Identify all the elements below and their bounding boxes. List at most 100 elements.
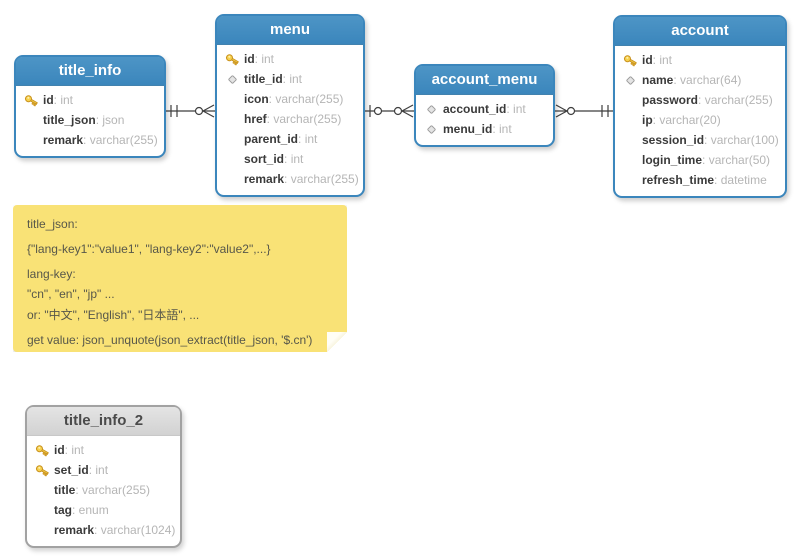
column-name: refresh_time bbox=[642, 173, 715, 187]
no-icon-spacer bbox=[34, 502, 50, 518]
no-icon-spacer bbox=[622, 172, 638, 188]
primary-key-icon bbox=[34, 462, 50, 478]
foreign-key-icon bbox=[224, 71, 240, 87]
column-type: varchar(64) bbox=[673, 73, 741, 87]
column-row[interactable]: tagenum bbox=[27, 500, 180, 520]
column-type: int bbox=[653, 53, 672, 67]
column-name: id bbox=[43, 93, 54, 107]
table-title: title_info_2 bbox=[27, 407, 180, 436]
column-type: int bbox=[54, 93, 73, 107]
column-type: varchar(255) bbox=[83, 133, 158, 147]
note-text-line: lang-key: bbox=[27, 267, 76, 281]
column-name: password bbox=[642, 93, 699, 107]
note-text-line: "cn", "en", "jp" ... bbox=[27, 287, 115, 301]
column-type: varchar(255) bbox=[269, 92, 343, 106]
column-row[interactable]: idint bbox=[16, 90, 164, 110]
column-type: int bbox=[283, 72, 302, 86]
no-icon-spacer bbox=[622, 132, 638, 148]
column-type: int bbox=[506, 102, 526, 116]
column-row[interactable]: account_idint bbox=[416, 99, 553, 119]
column-type: int bbox=[65, 443, 84, 457]
table-title_info[interactable]: title_infoidinttitle_jsonjsonremarkvarch… bbox=[14, 55, 166, 158]
column-row[interactable]: iconvarchar(255) bbox=[217, 89, 363, 109]
column-row[interactable]: remarkvarchar(1024) bbox=[27, 520, 180, 540]
note-folded-corner bbox=[327, 332, 347, 352]
table-title: title_info bbox=[16, 57, 164, 86]
no-icon-spacer bbox=[34, 522, 50, 538]
column-name: id bbox=[642, 53, 653, 67]
column-row[interactable]: passwordvarchar(255) bbox=[615, 90, 785, 110]
table-columns: idinttitle_idinticonvarchar(255)hrefvarc… bbox=[217, 45, 363, 195]
column-row[interactable]: login_timevarchar(50) bbox=[615, 150, 785, 170]
column-row[interactable]: hrefvarchar(255) bbox=[217, 109, 363, 129]
column-row[interactable]: parent_idint bbox=[217, 129, 363, 149]
column-row[interactable]: title_jsonjson bbox=[16, 110, 164, 130]
column-name: href bbox=[244, 112, 267, 126]
column-row[interactable]: session_idvarchar(100) bbox=[615, 130, 785, 150]
foreign-key-icon bbox=[423, 101, 439, 117]
column-name: remark bbox=[43, 133, 84, 147]
column-name: account_id bbox=[443, 102, 507, 116]
column-row[interactable]: sort_idint bbox=[217, 149, 363, 169]
table-title: menu bbox=[217, 16, 363, 45]
column-type: datetime bbox=[714, 173, 767, 187]
column-row[interactable]: title_idint bbox=[217, 69, 363, 89]
column-row[interactable]: idint bbox=[27, 440, 180, 460]
relationship-account_menu-account bbox=[555, 104, 613, 118]
table-columns: idinttitle_jsonjsonremarkvarchar(255) bbox=[16, 86, 164, 156]
relationship-menu-account_menu bbox=[365, 104, 414, 118]
sticky-note[interactable]: title_json:{"lang-key1":"value1", "lang-… bbox=[13, 205, 347, 352]
column-row[interactable]: set_idint bbox=[27, 460, 180, 480]
column-row[interactable]: menu_idint bbox=[416, 119, 553, 139]
column-name: remark bbox=[244, 172, 285, 186]
column-type: varchar(255) bbox=[284, 172, 359, 186]
no-icon-spacer bbox=[622, 152, 638, 168]
column-name: title bbox=[54, 483, 76, 497]
column-name: menu_id bbox=[443, 122, 493, 136]
column-row[interactable]: remarkvarchar(255) bbox=[16, 130, 164, 150]
no-icon-spacer bbox=[224, 151, 240, 167]
note-text-line: or: "中文", "English", "日本語", ... bbox=[27, 308, 200, 322]
column-name: tag bbox=[54, 503, 72, 517]
table-menu[interactable]: menuidinttitle_idinticonvarchar(255)href… bbox=[215, 14, 365, 197]
note-text-line: title_json: bbox=[27, 217, 78, 231]
no-icon-spacer bbox=[34, 482, 50, 498]
primary-key-icon bbox=[23, 92, 39, 108]
column-row[interactable]: refresh_timedatetime bbox=[615, 170, 785, 190]
column-type: int bbox=[89, 463, 108, 477]
foreign-key-icon bbox=[423, 121, 439, 137]
column-name: ip bbox=[642, 113, 653, 127]
column-name: icon bbox=[244, 92, 269, 106]
column-name: title_id bbox=[244, 72, 283, 86]
table-columns: idintnamevarchar(64)passwordvarchar(255)… bbox=[615, 46, 785, 196]
primary-key-icon bbox=[224, 51, 240, 67]
column-row[interactable]: idint bbox=[217, 49, 363, 69]
relationship-title_info-menu bbox=[166, 104, 215, 118]
no-icon-spacer bbox=[23, 112, 39, 128]
column-row[interactable]: remarkvarchar(255) bbox=[217, 169, 363, 189]
table-columns: idintset_idinttitlevarchar(255)tagenumre… bbox=[27, 436, 180, 546]
column-type: varchar(1024) bbox=[94, 523, 176, 537]
column-type: enum bbox=[72, 503, 109, 517]
note-text-line: get value: json_unquote(json_extract(tit… bbox=[27, 333, 313, 347]
column-row[interactable]: idint bbox=[615, 50, 785, 70]
column-type: int bbox=[492, 122, 512, 136]
column-type: int bbox=[284, 152, 304, 166]
no-icon-spacer bbox=[622, 112, 638, 128]
no-icon-spacer bbox=[224, 111, 240, 127]
no-icon-spacer bbox=[224, 171, 240, 187]
column-row[interactable]: namevarchar(64) bbox=[615, 70, 785, 90]
no-icon-spacer bbox=[622, 92, 638, 108]
column-name: title_json bbox=[43, 113, 96, 127]
table-account[interactable]: accountidintnamevarchar(64)passwordvarch… bbox=[613, 15, 787, 198]
no-icon-spacer bbox=[23, 132, 39, 148]
column-type: varchar(255) bbox=[75, 483, 150, 497]
table-title_info_2[interactable]: title_info_2idintset_idinttitlevarchar(2… bbox=[25, 405, 182, 548]
foreign-key-icon bbox=[622, 72, 638, 88]
column-row[interactable]: titlevarchar(255) bbox=[27, 480, 180, 500]
primary-key-icon bbox=[622, 52, 638, 68]
column-type: varchar(255) bbox=[698, 93, 773, 107]
column-row[interactable]: ipvarchar(20) bbox=[615, 110, 785, 130]
